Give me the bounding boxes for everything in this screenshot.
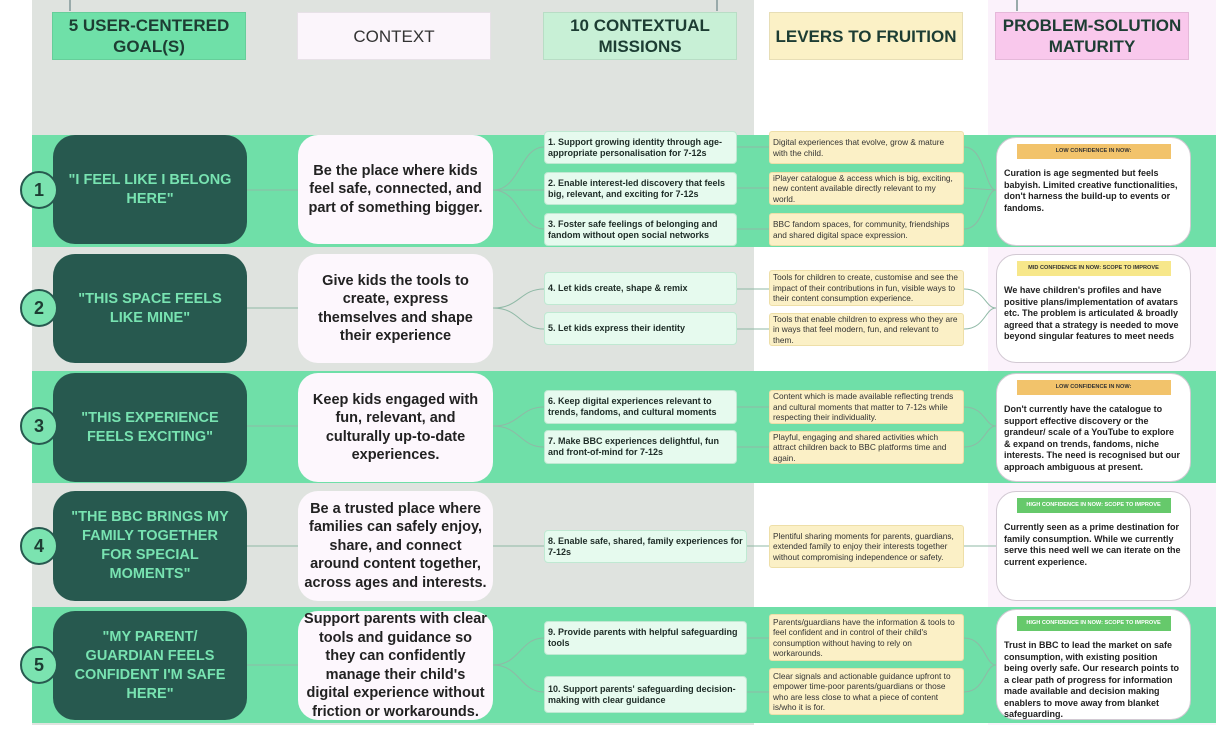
maturity-box-5: HIGH CONFIDENCE IN NOW: SCOPE TO IMPROVE… <box>996 609 1191 720</box>
header-context: CONTEXT <box>297 12 491 60</box>
header-levers: LEVERS TO FRUITION <box>769 12 963 60</box>
lever-1: Digital experiences that evolve, grow & … <box>769 131 964 164</box>
maturity-box-3: LOW CONFIDENCE IN NOW: Don't currently h… <box>996 373 1191 482</box>
row-number-5: 5 <box>20 646 58 684</box>
mission-9: 9. Provide parents with helpful safeguar… <box>544 621 747 655</box>
row-number-1: 1 <box>20 171 58 209</box>
lever-2: iPlayer catalogue & access which is big,… <box>769 172 964 205</box>
frame-line <box>69 0 71 11</box>
row-number-2: 2 <box>20 289 58 327</box>
context-box-3: Keep kids engaged with fun, relevant, an… <box>298 373 493 482</box>
header-maturity: PROBLEM-SOLUTION MATURITY <box>995 12 1189 60</box>
lever-9: Parents/guardians have the information &… <box>769 614 964 661</box>
context-box-2: Give kids the tools to create, express t… <box>298 254 493 363</box>
lever-3: BBC fandom spaces, for community, friend… <box>769 213 964 246</box>
lever-7: Playful, engaging and shared activities … <box>769 431 964 464</box>
maturity-box-1: LOW CONFIDENCE IN NOW: Curation is age s… <box>996 137 1191 246</box>
lever-5: Tools that enable children to express wh… <box>769 313 964 346</box>
context-box-5: Support parents with clear tools and gui… <box>298 611 493 720</box>
maturity-text: We have children's profiles and have pos… <box>1004 285 1179 341</box>
goal-box-4: "THE BBC BRINGS MY FAMILY TOGETHER FOR S… <box>53 491 247 601</box>
maturity-text: Currently seen as a prime destination fo… <box>1004 522 1181 567</box>
maturity-box-2: MID CONFIDENCE IN NOW: SCOPE TO IMPROVE … <box>996 254 1191 363</box>
lever-4: Tools for children to create, customise … <box>769 270 964 306</box>
mission-4: 4. Let kids create, shape & remix <box>544 272 737 305</box>
lever-10: Clear signals and actionable guidance up… <box>769 668 964 715</box>
confidence-badge: HIGH CONFIDENCE IN NOW: SCOPE TO IMPROVE <box>1016 498 1171 513</box>
mission-10: 10. Support parents' safeguarding decisi… <box>544 676 747 713</box>
maturity-text: Curation is age segmented but feels baby… <box>1004 168 1178 213</box>
mission-2: 2. Enable interest-led discovery that fe… <box>544 172 737 205</box>
lever-6: Content which is made available reflecti… <box>769 390 964 424</box>
maturity-box-4: HIGH CONFIDENCE IN NOW: SCOPE TO IMPROVE… <box>996 491 1191 601</box>
maturity-text: Don't currently have the catalogue to su… <box>1004 404 1181 472</box>
row-number-3: 3 <box>20 407 58 445</box>
confidence-badge: HIGH CONFIDENCE IN NOW: SCOPE TO IMPROVE <box>1016 616 1171 631</box>
mission-1: 1. Support growing identity through age-… <box>544 131 737 164</box>
frame-line <box>1016 0 1018 11</box>
context-box-1: Be the place where kids feel safe, conne… <box>298 135 493 244</box>
row-number-4: 4 <box>20 527 58 565</box>
header-goals: 5 USER-CENTERED GOAL(S) <box>52 12 246 60</box>
mission-5: 5. Let kids express their identity <box>544 312 737 345</box>
goal-box-3: "THIS EXPERIENCE FEELS EXCITING" <box>53 373 247 482</box>
maturity-text: Trust in BBC to lead the market on safe … <box>1004 640 1180 719</box>
mission-7: 7. Make BBC experiences delightful, fun … <box>544 430 737 464</box>
mission-3: 3. Foster safe feelings of belonging and… <box>544 213 737 246</box>
frame-line <box>716 0 718 11</box>
confidence-badge: MID CONFIDENCE IN NOW: SCOPE TO IMPROVE <box>1016 261 1171 276</box>
mission-6: 6. Keep digital experiences relevant to … <box>544 390 737 424</box>
mission-8: 8. Enable safe, shared, family experienc… <box>544 530 747 563</box>
header-missions: 10 CONTEXTUAL MISSIONS <box>543 12 737 60</box>
goal-box-1: "I FEEL LIKE I BELONG HERE" <box>53 135 247 244</box>
context-box-4: Be a trusted place where families can sa… <box>298 491 493 601</box>
goal-box-5: "MY PARENT/ GUARDIAN FEELS CONFIDENT I'M… <box>53 611 247 720</box>
goal-box-2: "THIS SPACE FEELS LIKE MINE" <box>53 254 247 363</box>
lever-8: Plentiful sharing moments for parents, g… <box>769 525 964 568</box>
confidence-badge: LOW CONFIDENCE IN NOW: <box>1016 380 1171 395</box>
confidence-badge: LOW CONFIDENCE IN NOW: <box>1016 144 1171 159</box>
